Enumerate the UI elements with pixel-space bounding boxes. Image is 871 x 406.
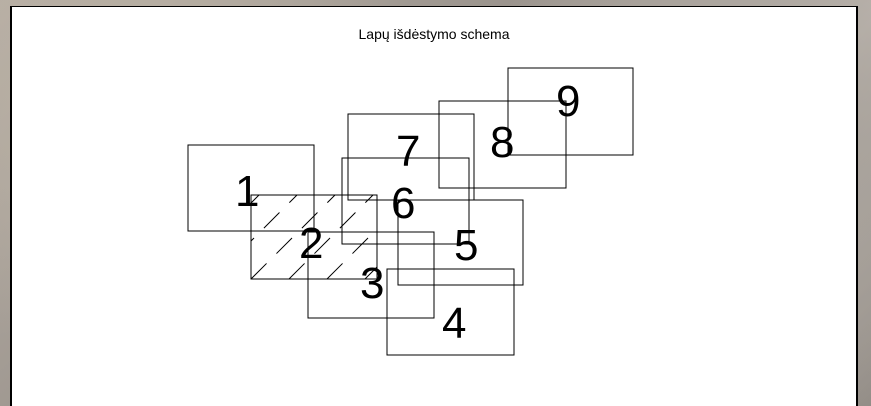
hatch-line <box>517 195 601 279</box>
sheet-label-6: 6 <box>391 179 415 228</box>
hatch-line <box>288 195 374 279</box>
hatch-line <box>99 195 183 279</box>
sheet-label-1: 1 <box>235 167 259 216</box>
sheet-outline-8 <box>438 100 567 189</box>
sheet-outline-9 <box>507 67 634 156</box>
hatch-line <box>137 195 221 279</box>
sheet-outline-6 <box>341 157 470 245</box>
sheet-label-7: 7 <box>396 127 420 176</box>
sheet-label-5: 5 <box>454 221 478 270</box>
sheet-outline-7 <box>347 113 475 201</box>
sheet-label-9: 9 <box>556 77 580 126</box>
diagram-title: Lapų išdėstymo schema <box>358 26 510 42</box>
hatch-line <box>326 228 377 279</box>
sheet-outline-4 <box>386 268 515 356</box>
sheet-label-8: 8 <box>490 118 514 167</box>
layout-sheet: Lapų išdėstymo schema <box>10 6 858 406</box>
sheet-outline-3 <box>307 231 435 319</box>
sheet-outline-2 <box>250 194 378 280</box>
sheet-label-2: 2 <box>299 219 323 268</box>
hatch-line <box>479 195 563 279</box>
sheet-label-4: 4 <box>442 299 466 348</box>
hatch-line <box>251 195 336 279</box>
sheet-label-3: 3 <box>360 259 384 308</box>
